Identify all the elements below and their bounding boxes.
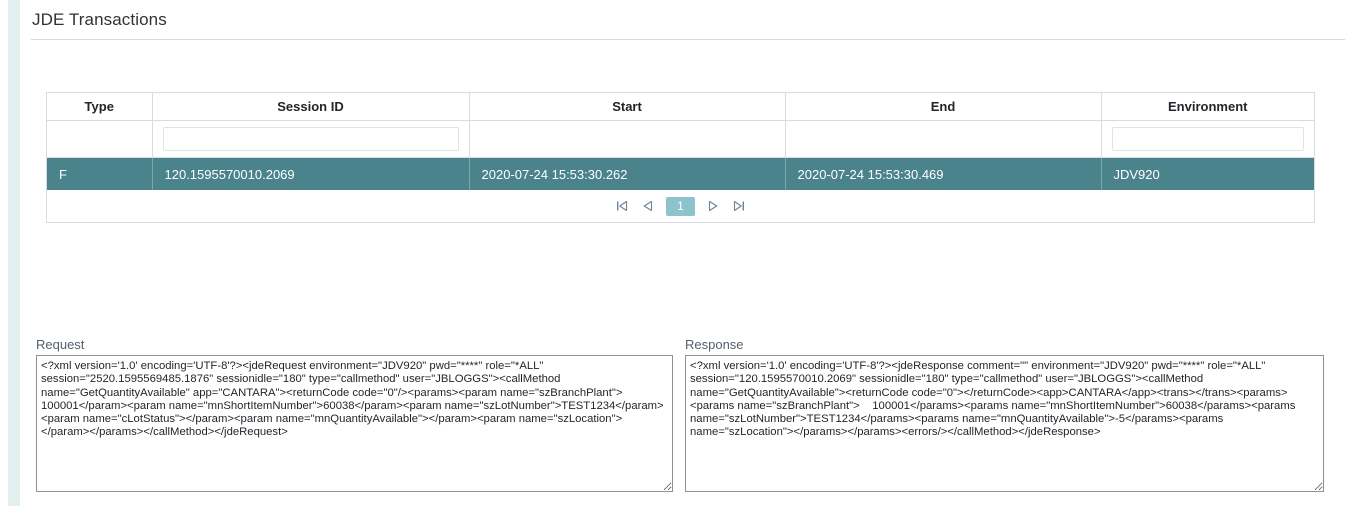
- first-page-icon[interactable]: [614, 198, 630, 214]
- cell-start[interactable]: 2020-07-24 15:53:30.262: [469, 157, 786, 190]
- filter-cell-type: [47, 120, 153, 158]
- next-page-icon[interactable]: [705, 198, 721, 214]
- filter-input-session-id[interactable]: [162, 127, 459, 151]
- cell-end[interactable]: 2020-07-24 15:53:30.469: [785, 157, 1102, 190]
- cell-type[interactable]: F: [47, 157, 153, 190]
- column-header-end[interactable]: End: [785, 93, 1102, 121]
- request-label: Request: [36, 337, 85, 352]
- cell-session-id[interactable]: 120.1595570010.2069: [152, 157, 470, 190]
- filter-input-environment[interactable]: [1111, 127, 1304, 151]
- column-header-type[interactable]: Type: [47, 93, 153, 121]
- pagination: 1: [47, 190, 1314, 222]
- filter-cell-environment: [1101, 120, 1314, 158]
- transactions-grid: Type Session ID Start End Environment: [46, 92, 1315, 223]
- response-label: Response: [685, 337, 744, 352]
- column-header-start[interactable]: Start: [469, 93, 786, 121]
- filter-cell-session-id: [152, 120, 470, 158]
- cell-environment[interactable]: JDV920: [1101, 157, 1314, 190]
- table-filter-row: [47, 120, 1314, 158]
- previous-page-icon[interactable]: [640, 198, 656, 214]
- request-textarea[interactable]: [36, 355, 673, 492]
- page-number-1[interactable]: 1: [666, 196, 695, 216]
- transactions-table: Type Session ID Start End Environment: [47, 93, 1314, 222]
- column-header-session-id[interactable]: Session ID: [152, 93, 470, 121]
- table-row[interactable]: F 120.1595570010.2069 2020-07-24 15:53:3…: [47, 157, 1314, 190]
- filter-cell-start: [469, 120, 786, 158]
- column-header-environment[interactable]: Environment: [1101, 93, 1314, 121]
- left-accent-strip: [8, 0, 20, 506]
- table-pager-row: 1: [47, 190, 1314, 222]
- title-divider: [31, 39, 1345, 40]
- response-textarea[interactable]: [685, 355, 1324, 492]
- pager-cell: 1: [47, 190, 1314, 222]
- page-title: JDE Transactions: [32, 10, 167, 29]
- table-header-row: Type Session ID Start End Environment: [47, 93, 1314, 121]
- last-page-icon[interactable]: [731, 198, 747, 214]
- filter-cell-end: [785, 120, 1102, 158]
